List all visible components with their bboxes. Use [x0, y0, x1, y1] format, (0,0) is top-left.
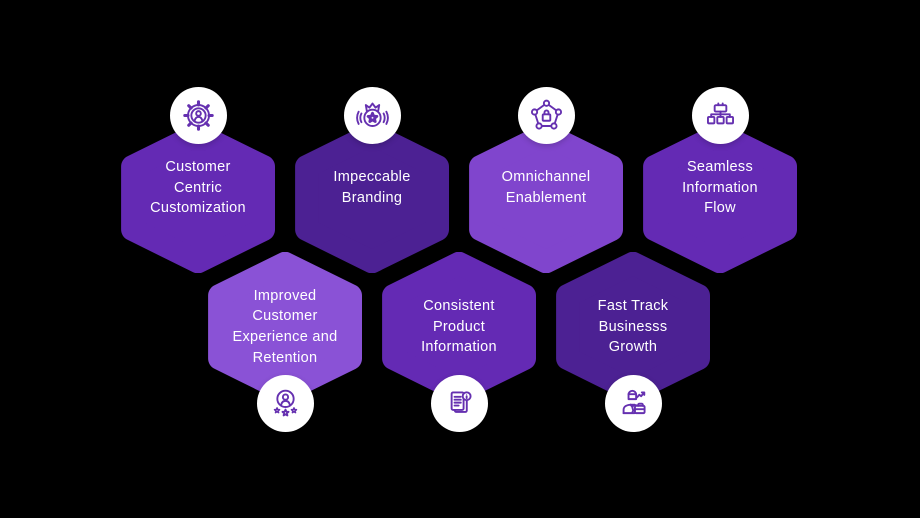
icon-circle [256, 375, 314, 432]
hexagon-label: Customer Centric Customization [150, 159, 246, 217]
hexagon-shape [121, 123, 275, 273]
businessman-growth-icon [622, 389, 646, 415]
icon-circle [430, 375, 488, 432]
hexagon-label: Improved Customer Experience and Retenti… [232, 287, 338, 366]
hexagon-label: Impeccable Branding [333, 169, 411, 206]
pentagon-lock-icon [530, 99, 562, 130]
hexagon-shape [643, 123, 797, 273]
icon-circle [691, 87, 749, 144]
hexagon-fast-track-business-growth: Fast Track Businesss Growth [556, 252, 710, 432]
brand-badge-icon [355, 102, 389, 127]
icon-circle [169, 87, 227, 144]
hexagon-improved-customer-experience-and-retention: Improved Customer Experience and Retenti… [208, 252, 362, 432]
hexagon-shape [469, 123, 623, 273]
icon-circle [604, 375, 662, 432]
hexagon-seamless-information-flow: Seamless Information Flow [643, 87, 797, 273]
hexagon-omnichannel-enablement: Omnichannel Enablement [469, 87, 623, 273]
customer-stars-icon [273, 389, 297, 417]
hexagon-consistent-product-information: Consistent Product Information [382, 252, 536, 432]
gear-user-icon [182, 100, 214, 131]
hexagon-label: Fast Track Businesss Growth [597, 298, 669, 356]
sitemap-icon [706, 102, 734, 125]
hexagon-label: Consistent Product Information [421, 298, 497, 356]
icon-circle [343, 87, 401, 144]
hexagon-label: Omnichannel Enablement [501, 169, 591, 206]
hexagon-customer-centric-customization: Customer Centric Customization [121, 87, 275, 273]
hexagon-label: Seamless Information Flow [682, 159, 758, 217]
icon-circle [517, 87, 575, 144]
hexagon-shape [295, 123, 449, 273]
document-info-icon [450, 391, 472, 413]
hexagon-impeccable-branding: Impeccable Branding [295, 87, 449, 273]
